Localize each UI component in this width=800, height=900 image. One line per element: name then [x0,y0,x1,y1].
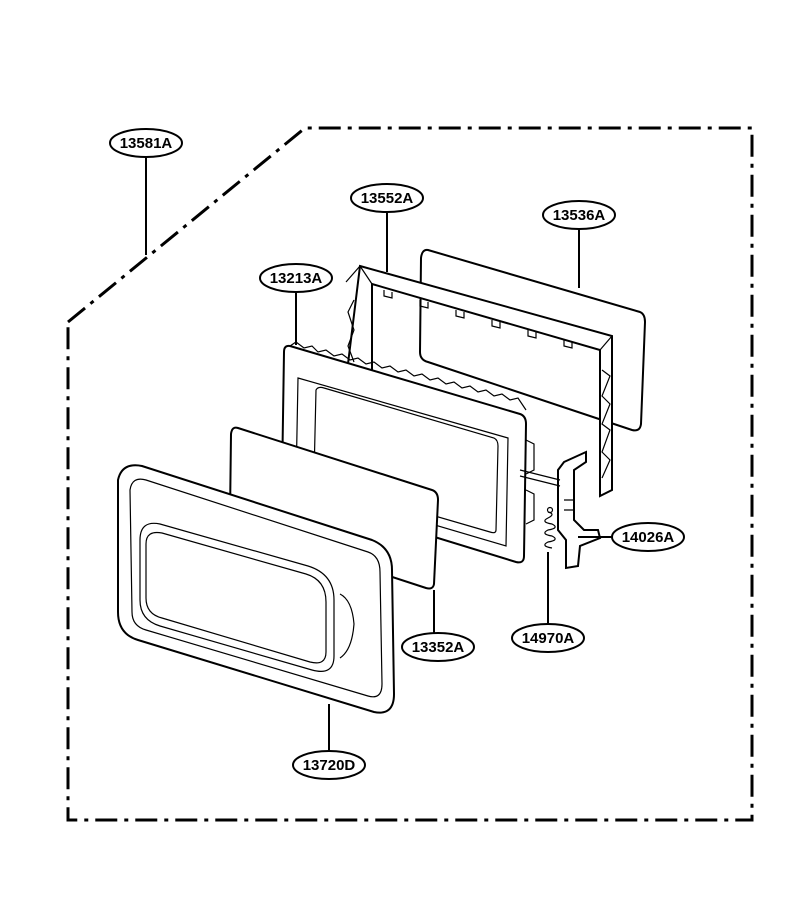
part-label-13720D: 13720D [292,750,366,780]
part-label-13536A: 13536A [542,200,616,230]
svg-text:13536A: 13536A [553,207,606,224]
part-label-14026A: 14026A [611,522,685,552]
choke-cover-part [418,248,647,432]
svg-text:14026A: 14026A [622,529,675,546]
svg-text:13552A: 13552A [361,190,414,207]
svg-text:13352A: 13352A [412,639,465,656]
part-label-13552A: 13552A [350,183,424,213]
assembly-boundary [66,126,754,822]
part-label-13581A: 13581A [109,128,183,158]
leader-lines [145,158,612,750]
svg-text:13581A: 13581A [120,135,173,152]
latch-spring-part [544,506,556,549]
part-label-13352A: 13352A [401,632,475,662]
part-label-14970A: 14970A [511,623,585,653]
part-label-13213A: 13213A [259,263,333,293]
svg-text:13720D: 13720D [303,757,356,774]
door-front-part [117,464,396,714]
svg-text:13213A: 13213A [270,270,323,287]
door-screen-part [228,426,440,590]
latch-lever-part [557,450,602,570]
svg-text:14970A: 14970A [522,630,575,647]
